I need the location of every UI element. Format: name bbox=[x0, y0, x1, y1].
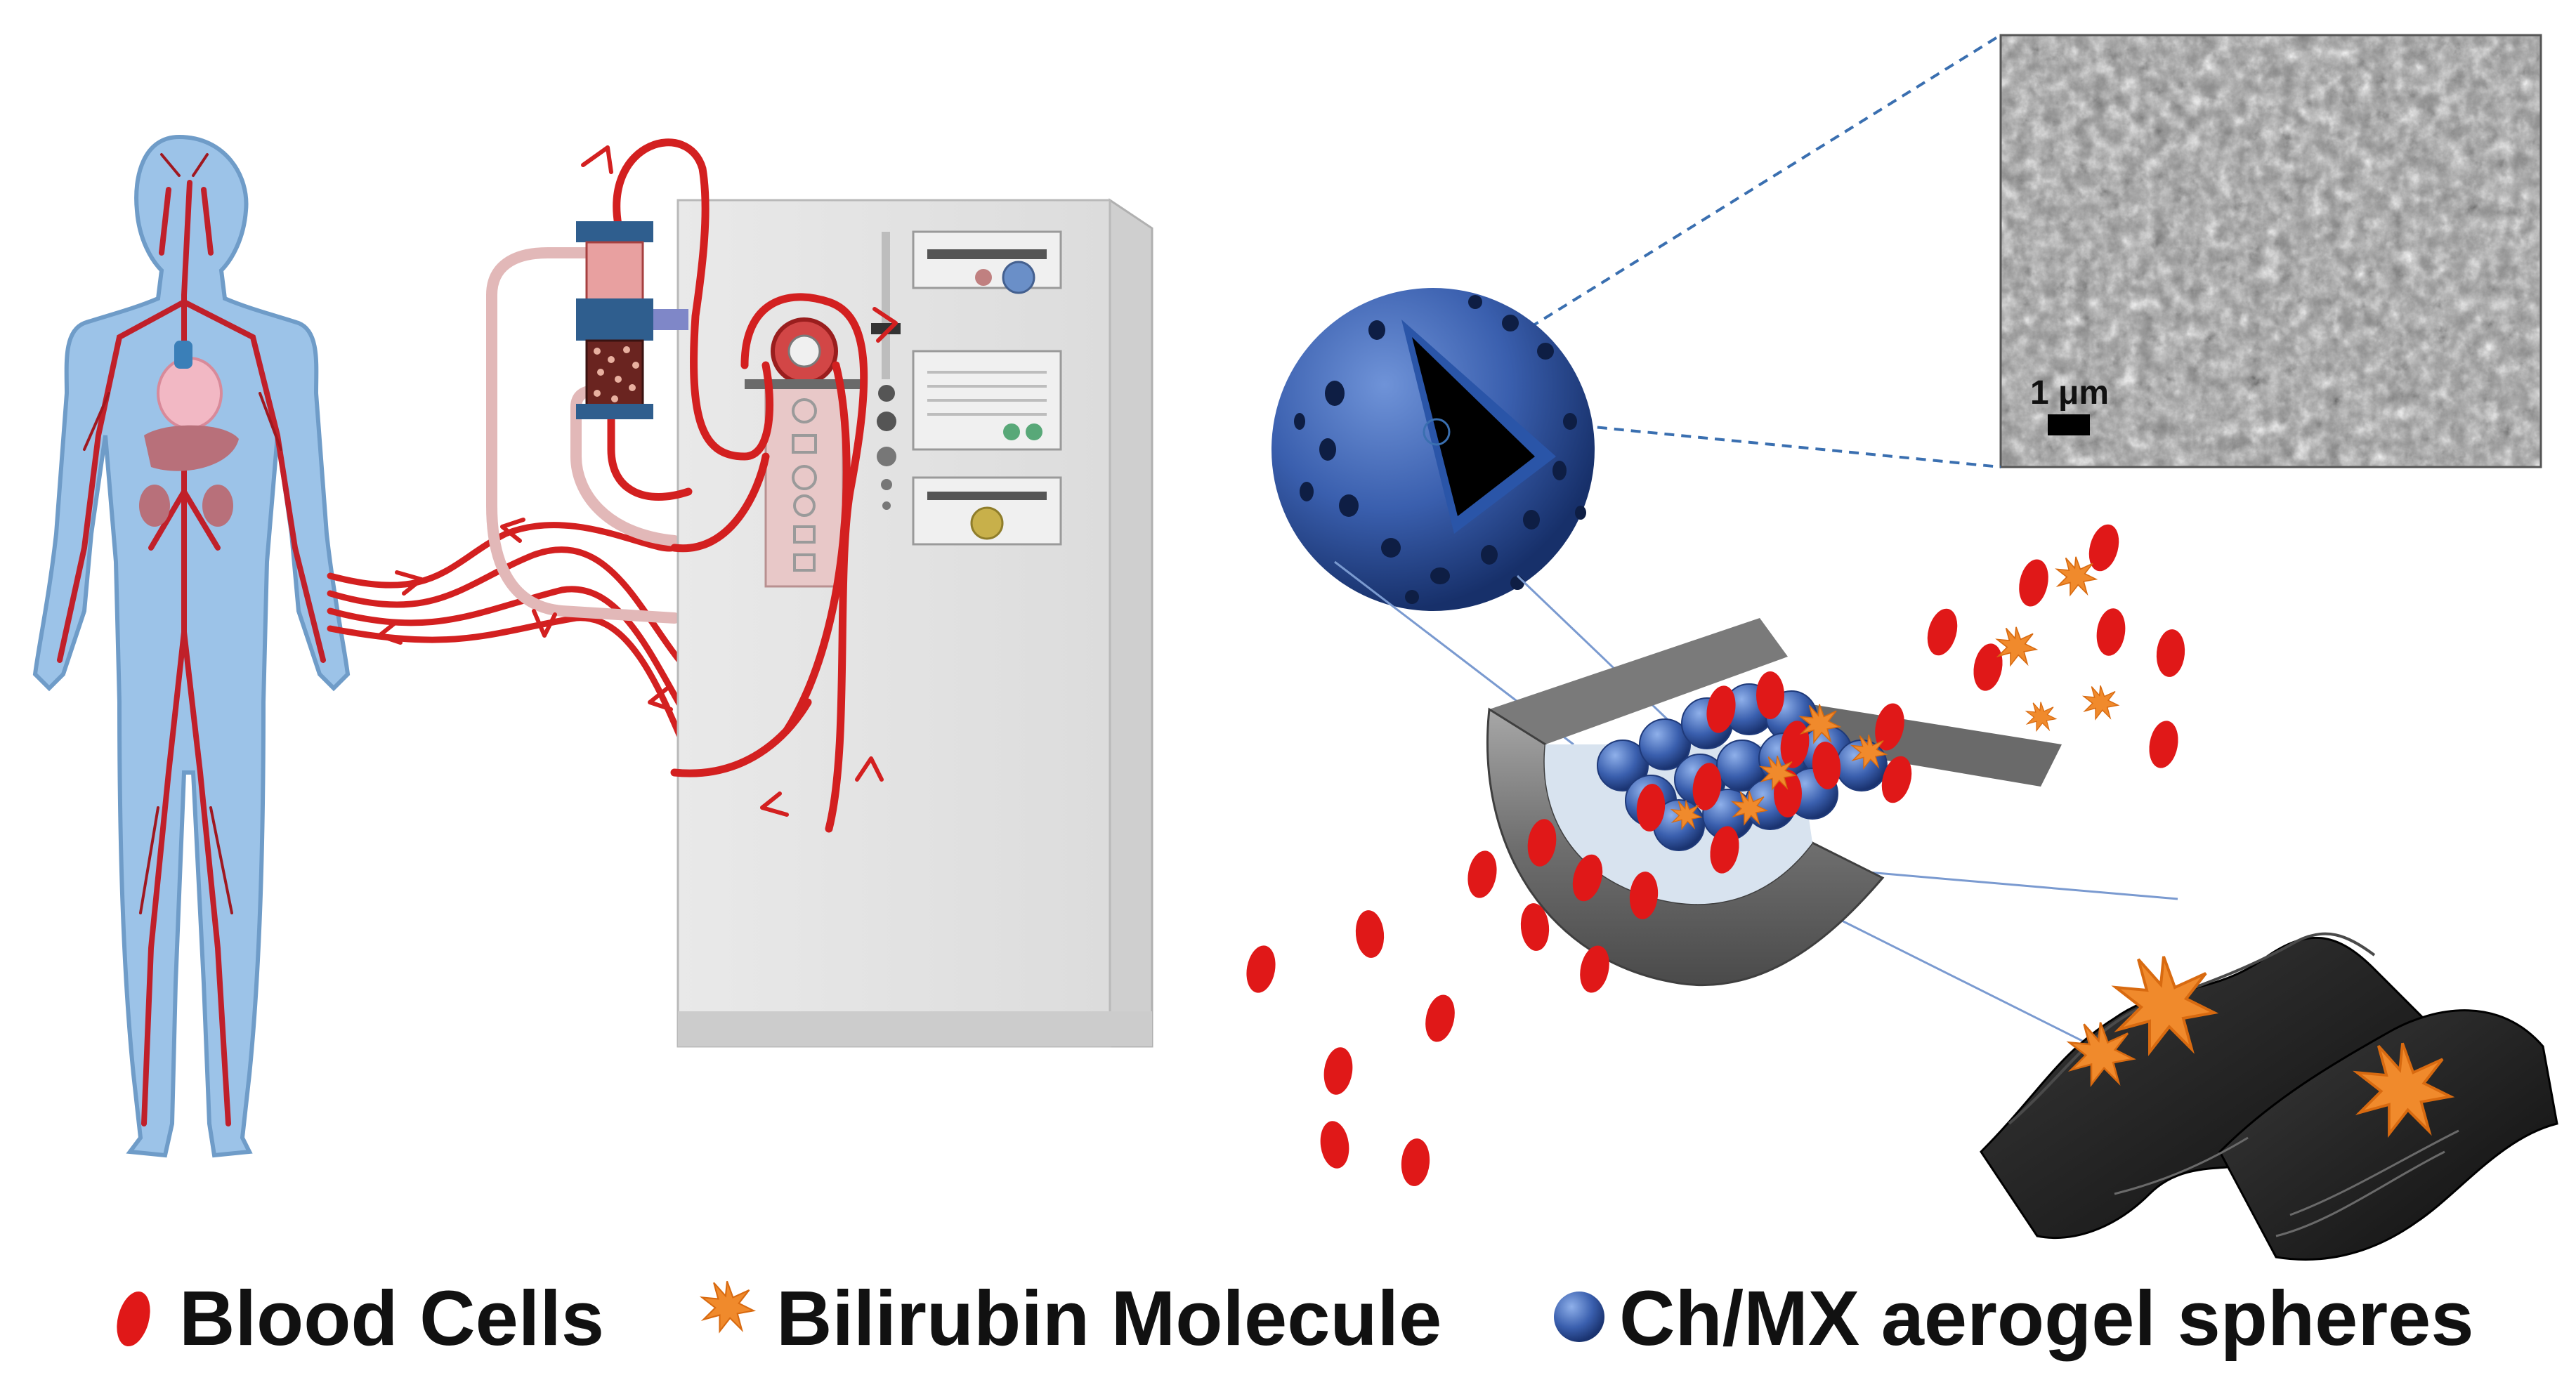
kidney-left-icon bbox=[139, 485, 170, 527]
blood-cell bbox=[1706, 685, 1736, 733]
blood-cell bbox=[1401, 1138, 1430, 1186]
legend: Blood Cells Bilirubin Molecule Ch/MX aer… bbox=[117, 1275, 2474, 1362]
heart-icon bbox=[157, 357, 223, 430]
blood-cell bbox=[1246, 945, 1276, 993]
bilirubin-molecule bbox=[2083, 685, 2119, 720]
human-body-icon bbox=[32, 134, 351, 1158]
bilirubin-molecule bbox=[2056, 556, 2097, 596]
sem-micrograph-image: 1 μm bbox=[1999, 34, 2542, 468]
blood-cell bbox=[1692, 763, 1722, 810]
blood-cell bbox=[2156, 629, 2185, 677]
blood-cell bbox=[1875, 703, 1904, 751]
scale-bar bbox=[2048, 414, 2090, 435]
cartridge-icon bbox=[576, 221, 688, 419]
blood-cell bbox=[1467, 850, 1497, 898]
blood-cell bbox=[2149, 721, 2178, 768]
bilirubin-molecule bbox=[1996, 626, 2037, 666]
blood-cell bbox=[1572, 854, 1603, 902]
aerogel-sphere bbox=[1597, 740, 1649, 791]
legend-sphere-icon bbox=[1554, 1292, 1604, 1342]
blood-cell bbox=[1520, 903, 1550, 951]
legend-bilirubin: Bilirubin Molecule bbox=[776, 1275, 1441, 1362]
blood-cell bbox=[1756, 671, 1784, 719]
blood-cell bbox=[1927, 608, 1958, 656]
blood-cell bbox=[1710, 826, 1739, 874]
blood-cell bbox=[2019, 559, 2048, 607]
blood-cell bbox=[1636, 784, 1666, 832]
legend-bilirubin-icon bbox=[701, 1280, 754, 1332]
scale-label: 1 μm bbox=[2030, 374, 2109, 412]
mxene-sheet-icon bbox=[1980, 932, 2558, 1261]
aerogel-sphere bbox=[1639, 718, 1691, 770]
blood-cell bbox=[1973, 643, 2003, 691]
blood-cell bbox=[1425, 994, 1455, 1042]
zoom-lines bbox=[1428, 34, 2002, 468]
legend-blood-cells: Blood Cells bbox=[179, 1275, 604, 1362]
legend-blood-cell-icon bbox=[117, 1291, 150, 1347]
blood-cell bbox=[1881, 756, 1912, 803]
aorta-icon bbox=[174, 341, 192, 369]
return-line bbox=[486, 247, 680, 624]
extracorporeal-circuit bbox=[607, 138, 868, 833]
aerogel-sphere-icon bbox=[1271, 288, 1595, 611]
kidney-right-icon bbox=[202, 485, 233, 527]
blood-cell bbox=[2088, 524, 2119, 572]
blood-cell bbox=[2096, 608, 2126, 656]
blood-cell bbox=[1812, 742, 1841, 789]
blood-cell bbox=[1320, 1121, 1349, 1169]
liver-icon bbox=[144, 425, 239, 471]
flow-arrows bbox=[377, 145, 898, 817]
blood-cell bbox=[1527, 819, 1557, 867]
legend-spheres: Ch/MX aerogel spheres bbox=[1619, 1275, 2474, 1362]
bilirubin-molecule bbox=[2026, 701, 2057, 732]
blood-cell bbox=[1629, 872, 1659, 919]
dialysis-machine-icon bbox=[676, 198, 1153, 1048]
blood-cells bbox=[1246, 524, 2185, 1186]
blood-cell bbox=[1580, 945, 1609, 993]
blood-cell bbox=[1323, 1047, 1353, 1095]
blood-cell bbox=[1355, 910, 1385, 958]
